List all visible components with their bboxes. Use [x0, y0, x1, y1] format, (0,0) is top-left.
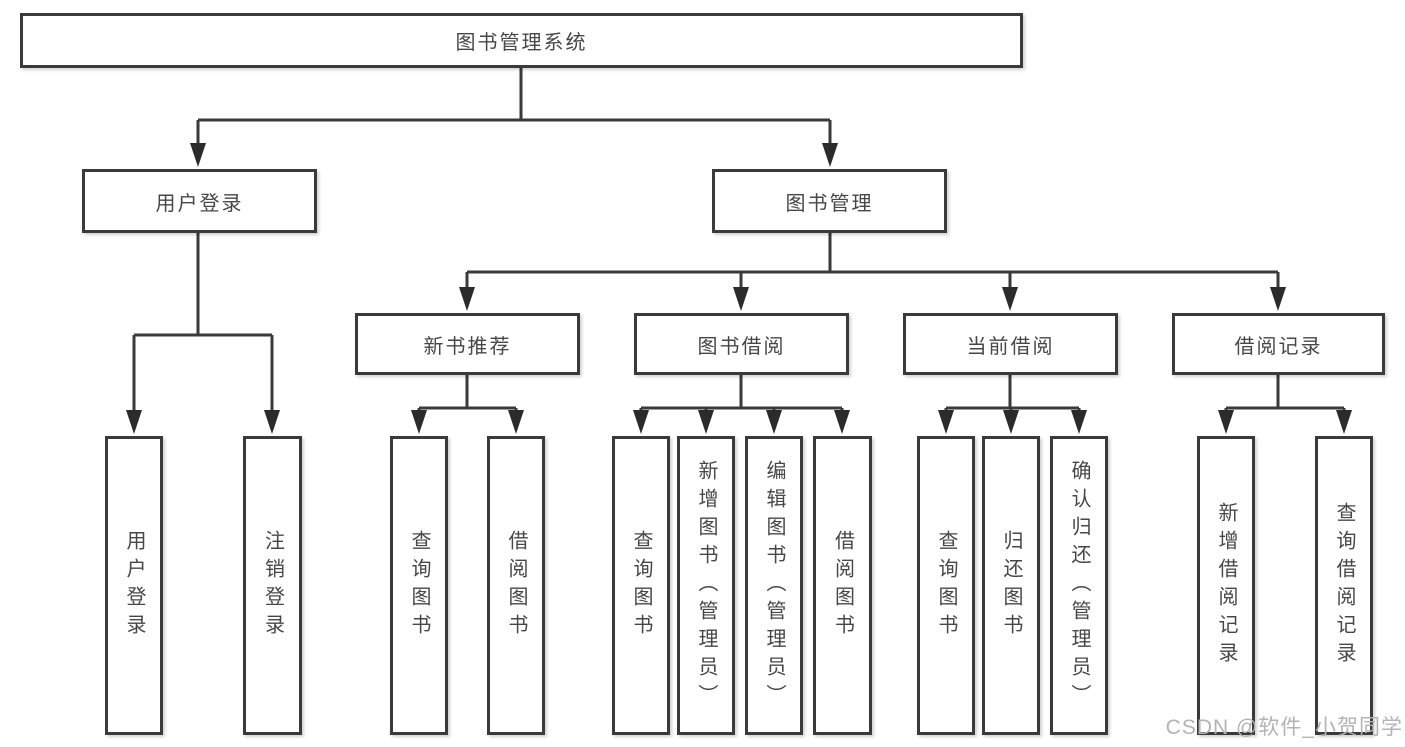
- leaf-cb-confirm-return-admin: 确认归还（管理员）: [1050, 436, 1108, 735]
- connector-book-management-to-level2: [465, 233, 1280, 295]
- leaf-nb-borrow-book-label: 借阅图书: [505, 529, 527, 642]
- connector-user-login-to-leaves: [132, 233, 274, 418]
- node-new-book-recommend-label: 新书推荐: [423, 335, 512, 358]
- leaf-bb-borrow-book-label: 借阅图书: [831, 529, 854, 642]
- node-book-management-module-label: 图书管理: [785, 192, 874, 215]
- leaf-user-login-label: 用户登录: [123, 529, 145, 642]
- connector-root-to-level1: [196, 68, 832, 150]
- watermark: CSDN @软件_小贺同学: [1165, 716, 1403, 739]
- leaf-logout: 注销登录: [243, 436, 302, 735]
- leaf-bb-query-book-label: 查询图书: [630, 529, 652, 642]
- leaf-bb-query-book: 查询图书: [612, 436, 670, 735]
- node-user-login-module: 用户登录: [82, 169, 317, 233]
- node-book-borrow: 图书借阅: [634, 313, 849, 375]
- leaf-cb-query-book-label: 查询图书: [935, 529, 957, 642]
- arrowheads: [126, 143, 1352, 434]
- node-borrow-records: 借阅记录: [1172, 313, 1385, 375]
- leaf-nb-query-book: 查询图书: [390, 436, 448, 735]
- leaf-bb-add-book-admin: 新增图书（管理员）: [677, 436, 735, 735]
- leaf-bb-add-book-admin-label: 新增图书（管理员）: [695, 459, 717, 712]
- leaf-bb-borrow-book: 借阅图书: [813, 436, 872, 735]
- leaf-bb-edit-book-admin: 编辑图书（管理员）: [745, 436, 803, 735]
- leaf-logout-label: 注销登录: [261, 529, 284, 642]
- leaf-cb-return-book: 归还图书: [982, 436, 1040, 735]
- node-borrow-records-label: 借阅记录: [1234, 335, 1323, 358]
- node-system-root-label: 图书管理系统: [455, 32, 588, 54]
- leaf-br-add-borrow-record-label: 新增借阅记录: [1215, 501, 1237, 670]
- node-current-borrow: 当前借阅: [903, 313, 1118, 375]
- leaf-bb-edit-book-admin-label: 编辑图书（管理员）: [763, 459, 785, 712]
- node-book-borrow-label: 图书借阅: [697, 335, 786, 358]
- leaf-br-add-borrow-record: 新增借阅记录: [1197, 436, 1255, 735]
- node-new-book-recommend: 新书推荐: [355, 313, 580, 375]
- leaf-nb-query-book-label: 查询图书: [408, 529, 430, 642]
- connector-new-book-recommend-to-leaves: [417, 375, 518, 420]
- leaf-nb-borrow-book: 借阅图书: [487, 436, 545, 735]
- connector-book-borrow-to-leaves: [639, 375, 844, 420]
- leaf-cb-return-book-label: 归还图书: [1000, 529, 1022, 642]
- leaf-user-login: 用户登录: [105, 436, 163, 735]
- leaf-br-query-borrow-record-label: 查询借阅记录: [1333, 501, 1355, 670]
- connector-borrow-records-to-leaves: [1224, 375, 1346, 420]
- node-system-root: 图书管理系统: [20, 13, 1023, 68]
- node-user-login-module-label: 用户登录: [155, 192, 244, 215]
- node-current-borrow-label: 当前借阅: [966, 335, 1055, 358]
- leaf-cb-confirm-return-admin-label: 确认归还（管理员）: [1068, 459, 1090, 712]
- leaf-br-query-borrow-record: 查询借阅记录: [1315, 436, 1373, 735]
- node-book-management-module: 图书管理: [712, 169, 947, 233]
- leaf-cb-query-book: 查询图书: [917, 436, 975, 735]
